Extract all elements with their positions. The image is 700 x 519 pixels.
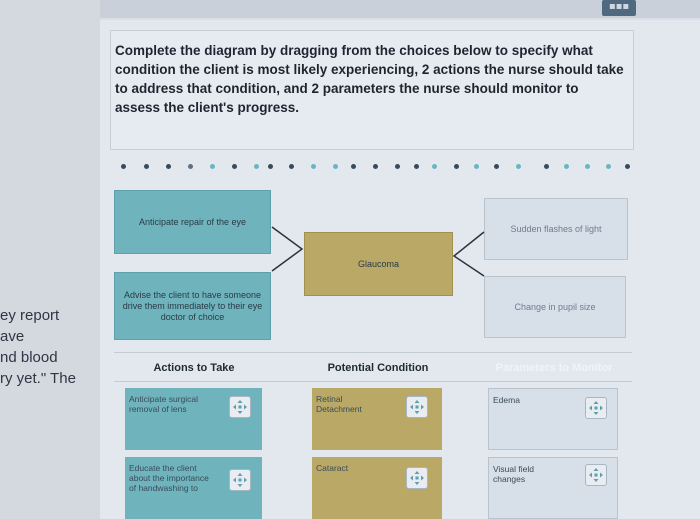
instructions-box: Complete the diagram by dragging from th… (110, 30, 634, 150)
divider-dot (188, 164, 193, 169)
top-bar (100, 0, 700, 18)
divider-dot (585, 164, 590, 169)
divider-dot (494, 164, 499, 169)
divider-dots (116, 160, 636, 174)
background-window (0, 0, 100, 519)
action-slot-2-label: Advise the client to have someone drive … (122, 289, 263, 322)
column-divider (114, 381, 632, 382)
divider-dot (432, 164, 437, 169)
parameter-slot-2-label: Change in pupil size (514, 301, 596, 312)
condition-slot[interactable]: Glaucoma (304, 232, 453, 296)
divider-dot (373, 164, 378, 169)
drag-handle-icon[interactable] (229, 469, 251, 491)
choice-action[interactable]: Anticipate surgical removal of lens (125, 388, 262, 450)
choice-action[interactable]: Educate the client about the importance … (125, 457, 262, 519)
instructions-text: Complete the diagram by dragging from th… (115, 43, 624, 115)
divider-dot (311, 164, 316, 169)
choice-label: Cataract (316, 463, 349, 473)
divider-dot (351, 164, 356, 169)
divider-dot (333, 164, 338, 169)
choice-label: Retinal Detachment (316, 394, 362, 414)
choice-condition[interactable]: Retinal Detachment (312, 388, 442, 450)
choice-label: Visual field changes (493, 464, 534, 484)
divider-dot (210, 164, 215, 169)
drag-handle-icon[interactable] (585, 397, 607, 419)
left-connector-lines (271, 226, 304, 272)
divider-dot (121, 164, 126, 169)
move-arrows-icon (233, 473, 247, 487)
divider-dot (414, 164, 419, 169)
parameters-header: Parameters to Monitor (495, 362, 613, 374)
condition-slot-label: Glaucoma (357, 258, 400, 269)
divider-dot (606, 164, 611, 169)
move-arrows-icon (233, 400, 247, 414)
divider-dot (289, 164, 294, 169)
drag-handle-icon[interactable] (229, 396, 251, 418)
divider-dot (254, 164, 259, 169)
drag-handle-icon[interactable] (406, 467, 428, 489)
move-arrows-icon (589, 468, 603, 482)
divider-dot (268, 164, 273, 169)
right-connector-lines (452, 231, 485, 277)
divider-dot (516, 164, 521, 169)
background-text-line: ey report (0, 307, 60, 324)
action-slot-1[interactable]: Anticipate repair of the eye (114, 190, 271, 254)
divider-dot (166, 164, 171, 169)
divider-dot (564, 164, 569, 169)
choice-label: Edema (493, 395, 520, 405)
divider-dot (395, 164, 400, 169)
drag-handle-icon[interactable] (585, 464, 607, 486)
move-arrows-icon (589, 401, 603, 415)
divider-dot (474, 164, 479, 169)
choice-parameter[interactable]: Edema (488, 388, 618, 450)
actions-header: Actions to Take (153, 362, 235, 374)
choice-label: Anticipate surgical removal of lens (129, 394, 198, 414)
drag-handle-icon[interactable] (406, 396, 428, 418)
action-slot-2[interactable]: Advise the client to have someone drive … (114, 272, 271, 340)
parameter-slot-2[interactable]: Change in pupil size (484, 276, 626, 338)
background-text-line: ry yet." The (0, 370, 76, 387)
divider-dot (544, 164, 549, 169)
parameter-slot-1-label: Sudden flashes of light (510, 223, 602, 234)
choice-label: Educate the client about the importance … (129, 463, 209, 493)
choice-parameter[interactable]: Visual field changes (488, 457, 618, 519)
divider-dot (625, 164, 630, 169)
parameter-slot-1[interactable]: Sudden flashes of light (484, 198, 628, 260)
move-arrows-icon (410, 400, 424, 414)
condition-header: Potential Condition (327, 362, 429, 374)
calculator-icon[interactable]: ▪▪▪ (602, 0, 636, 16)
divider-dot (454, 164, 459, 169)
background-text-line: ave (0, 328, 25, 345)
move-arrows-icon (410, 471, 424, 485)
column-divider (114, 352, 632, 353)
divider-dot (232, 164, 237, 169)
choice-condition[interactable]: Cataract (312, 457, 442, 519)
action-slot-1-label: Anticipate repair of the eye (138, 216, 247, 227)
divider-dot (144, 164, 149, 169)
background-text-line: nd blood (0, 349, 58, 366)
